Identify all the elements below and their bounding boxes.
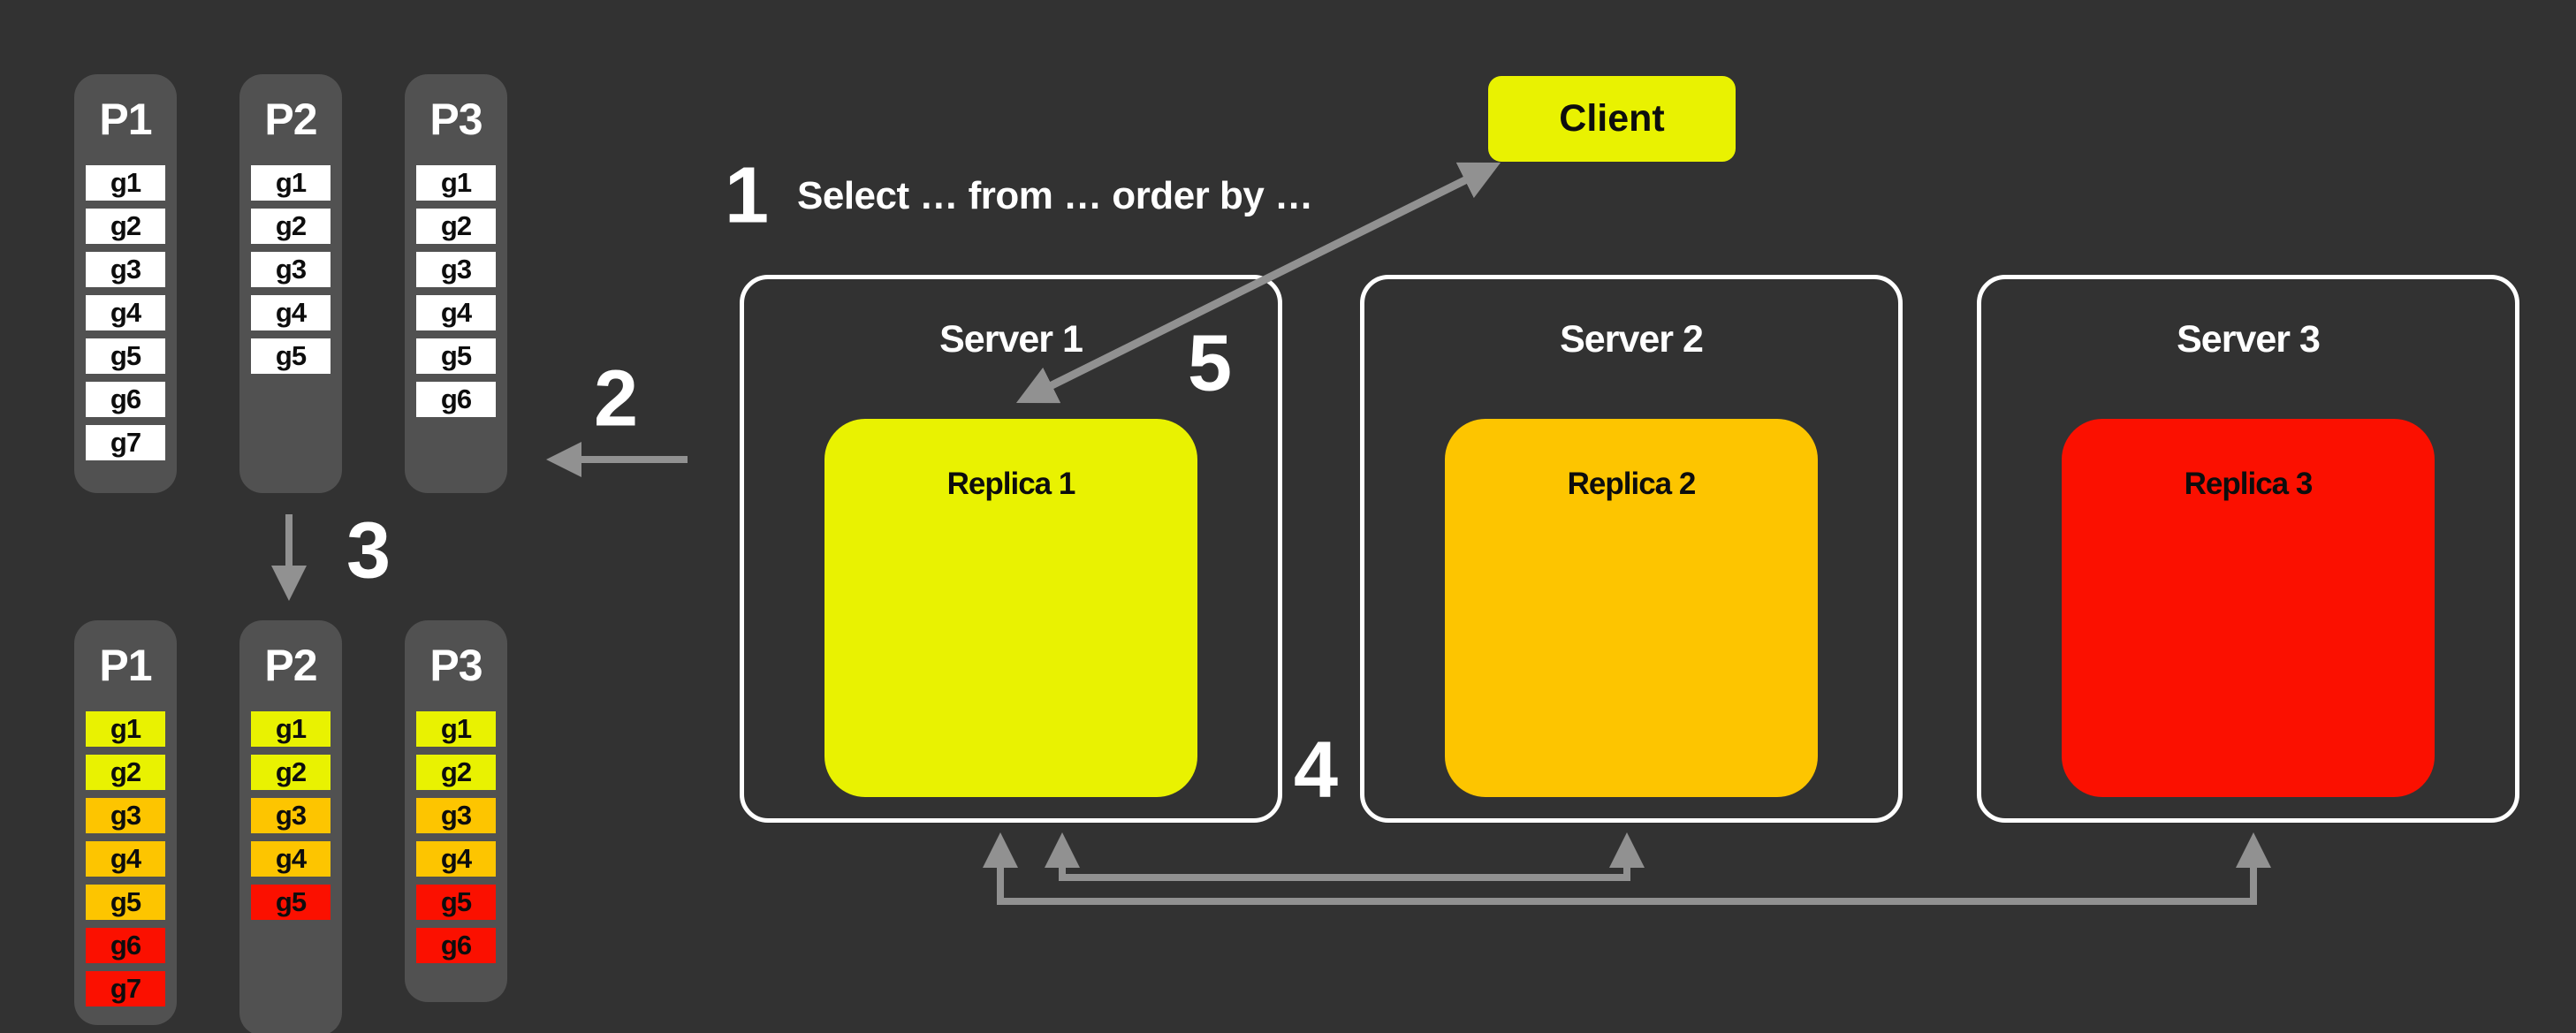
cell-list: g1 g2 g3 g4 g5 g6 g7 (86, 711, 165, 1014)
replica-3-box: Replica 3 (2062, 419, 2435, 797)
partition-title: P2 (264, 641, 317, 690)
gene-cell: g1 (416, 165, 496, 201)
cell-list: g1 g2 g3 g4 g5 g6 (416, 165, 496, 425)
partition-sorted-p2: P2 g1 g2 g3 g4 g5 (239, 620, 342, 1033)
server-2-box: Server 2 Replica 2 (1360, 275, 1903, 823)
gene-cell: g2 (86, 209, 165, 244)
gene-cell: g6 (86, 928, 165, 963)
gene-cell: g1 (251, 165, 331, 201)
gene-cell: g7 (86, 971, 165, 1006)
replica-label: Replica 1 (946, 467, 1076, 501)
cell-list: g1 g2 g3 g4 g5 (251, 165, 331, 382)
gene-cell: g1 (416, 711, 496, 747)
replica-label: Replica 3 (2184, 467, 2314, 501)
server-label: Server 2 (1560, 318, 1704, 361)
cell-list: g1 g2 g3 g4 g5 g6 (416, 711, 496, 971)
gene-cell: g6 (86, 382, 165, 417)
gene-cell: g5 (416, 338, 496, 374)
gene-cell: g3 (416, 798, 496, 833)
gene-cell: g1 (86, 165, 165, 201)
gene-cell: g4 (416, 841, 496, 877)
gene-cell: g3 (416, 252, 496, 287)
query-text: Select … from … order by … (797, 174, 1313, 217)
gene-cell: g3 (86, 252, 165, 287)
step-4-number: 4 (1293, 725, 1339, 815)
server-3-box: Server 3 Replica 3 (1977, 275, 2519, 823)
step-1-number: 1 (724, 151, 770, 240)
gene-cell: g5 (251, 885, 331, 920)
gene-cell: g4 (86, 841, 165, 877)
gene-cell: g3 (251, 252, 331, 287)
replica-2-box: Replica 2 (1445, 419, 1818, 797)
replication-arrow-server1-server3 (983, 832, 2271, 905)
partition-title: P3 (429, 95, 483, 144)
gene-cell: g2 (86, 755, 165, 790)
gene-cell: g5 (86, 885, 165, 920)
server-label: Server 3 (2177, 318, 2321, 361)
partition-unsorted-p1: P1 g1 g2 g3 g4 g5 g6 g7 (74, 74, 177, 493)
step-2-number: 2 (593, 354, 639, 444)
replica-label: Replica 2 (1567, 467, 1697, 501)
client-box: Client (1488, 76, 1736, 162)
server-1-box: Server 1 Replica 1 (740, 275, 1282, 823)
gene-cell: g5 (416, 885, 496, 920)
step-5-number: 5 (1187, 319, 1233, 408)
partition-title: P1 (99, 95, 152, 144)
gene-cell: g2 (416, 209, 496, 244)
partition-unsorted-p3: P3 g1 g2 g3 g4 g5 g6 (405, 74, 507, 493)
partition-unsorted-p2: P2 g1 g2 g3 g4 g5 (239, 74, 342, 493)
partition-title: P1 (99, 641, 152, 690)
cell-list: g1 g2 g3 g4 g5 g6 g7 (86, 165, 165, 468)
cell-list: g1 g2 g3 g4 g5 (251, 711, 331, 928)
gene-cell: g6 (416, 928, 496, 963)
partition-title: P3 (429, 641, 483, 690)
gene-cell: g5 (251, 338, 331, 374)
gene-cell: g6 (416, 382, 496, 417)
gene-cell: g4 (251, 841, 331, 877)
partition-title: P2 (264, 95, 317, 144)
gene-cell: g3 (251, 798, 331, 833)
replica-1-box: Replica 1 (824, 419, 1197, 797)
gene-cell: g3 (86, 798, 165, 833)
gene-cell: g7 (86, 425, 165, 460)
partition-sorted-p1: P1 g1 g2 g3 g4 g5 g6 g7 (74, 620, 177, 1025)
replication-arrow-server1-server2 (1045, 832, 1645, 881)
gene-cell: g1 (251, 711, 331, 747)
gene-cell: g2 (416, 755, 496, 790)
gene-cell: g5 (86, 338, 165, 374)
partition-sorted-p3: P3 g1 g2 g3 g4 g5 g6 (405, 620, 507, 1002)
step-3-number: 3 (346, 506, 391, 596)
gene-cell: g4 (416, 295, 496, 330)
gene-cell: g4 (86, 295, 165, 330)
gene-cell: g2 (251, 209, 331, 244)
gene-cell: g2 (251, 755, 331, 790)
gene-cell: g1 (86, 711, 165, 747)
gene-cell: g4 (251, 295, 331, 330)
